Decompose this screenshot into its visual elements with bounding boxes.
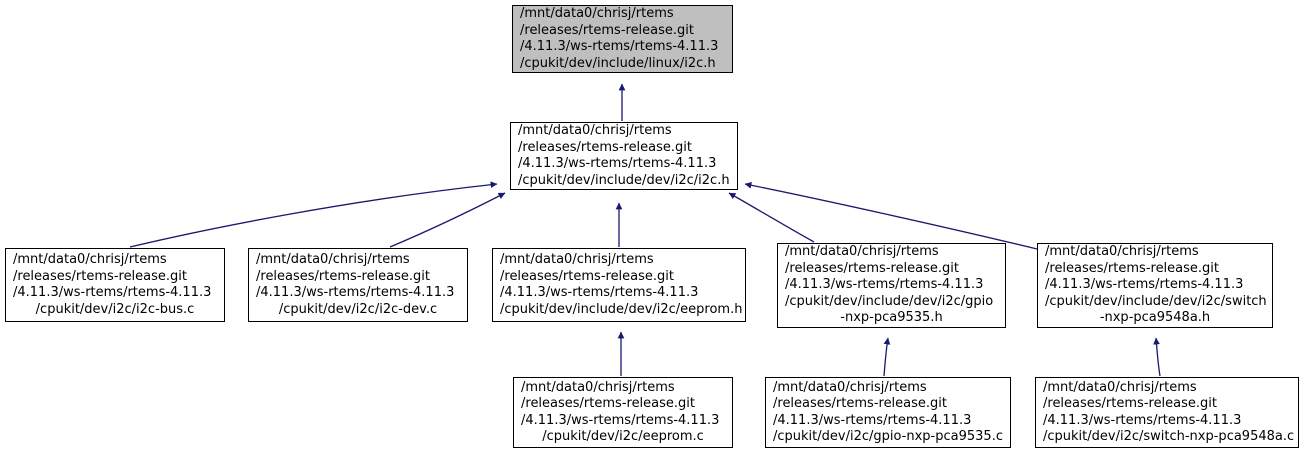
graph-node-label-line: /cpukit/dev/i2c/eeprom.c bbox=[542, 429, 704, 444]
graph-node-switch-nxp-pca9548a-c[interactable]: /mnt/data0/chrisj/rtems/releases/rtems-r… bbox=[1035, 377, 1299, 448]
graph-node-label-line: -nxp-pca9548a.h bbox=[1099, 310, 1211, 326]
graph-node-label-line: /cpukit/dev/i2c/i2c-dev.c bbox=[278, 301, 438, 317]
graph-edge-gpio-nxp-pca9535-c-to-gpio-nxp-pca9535-h bbox=[883, 337, 891, 377]
graph-node-label-line: /4.11.3/ws-rtems/rtems-4.11.3 bbox=[13, 285, 212, 300]
graph-node-label-line: /4.11.3/ws-rtems/rtems-4.11.3 bbox=[518, 156, 717, 171]
graph-node-label-line: /releases/rtems-release.git bbox=[13, 268, 188, 284]
graph-node-label-line: /releases/rtems-release.git bbox=[1043, 396, 1218, 411]
graph-node-label-line: /releases/rtems-release.git bbox=[518, 139, 693, 155]
graph-node-label-line: /cpukit/dev/i2c/i2c-bus.c bbox=[35, 301, 195, 317]
graph-node-label-line: /releases/rtems-release.git bbox=[500, 268, 675, 284]
graph-node-label-line: /mnt/data0/chrisj/rtems bbox=[521, 379, 675, 395]
graph-node-label-line: /4.11.3/ws-rtems/rtems-4.11.3 bbox=[773, 412, 972, 428]
graph-edge-switch-nxp-pca9548a-c-to-switch-nxp-pca9548a-h bbox=[1153, 337, 1161, 377]
graph-node-label-line: /mnt/data0/chrisj/rtems bbox=[13, 252, 167, 267]
graph-node-gpio-nxp-pca9535-c[interactable]: /mnt/data0/chrisj/rtems/releases/rtems-r… bbox=[765, 377, 1011, 448]
graph-node-i2c-dev-c[interactable]: /mnt/data0/chrisj/rtems/releases/rtems-r… bbox=[248, 248, 468, 322]
graph-node-gpio-nxp-pca9535-h[interactable]: /mnt/data0/chrisj/rtems/releases/rtems-r… bbox=[777, 243, 1006, 328]
graph-node-linux-i2c-h[interactable]: /mnt/data0/chrisj/rtems/releases/rtems-r… bbox=[512, 5, 733, 73]
graph-node-label-line: /4.11.3/ws-rtems/rtems-4.11.3 bbox=[1045, 277, 1244, 293]
graph-node-dev-i2c-i2c-h[interactable]: /mnt/data0/chrisj/rtems/releases/rtems-r… bbox=[510, 122, 738, 190]
graph-node-label-line: /releases/rtems-release.git bbox=[520, 22, 695, 38]
graph-node-label-line: /mnt/data0/chrisj/rtems bbox=[500, 252, 654, 267]
graph-node-label-line: /4.11.3/ws-rtems/rtems-4.11.3 bbox=[256, 285, 455, 300]
graph-node-label-line: /4.11.3/ws-rtems/rtems-4.11.3 bbox=[1043, 412, 1242, 428]
graph-edge-i2c-dev-c-to-dev-i2c-i2c-h bbox=[389, 192, 506, 248]
graph-edge-switch-nxp-pca9548a-h-to-dev-i2c-i2c-h bbox=[744, 181, 1038, 250]
graph-node-label-line: /mnt/data0/chrisj/rtems bbox=[518, 123, 672, 138]
graph-node-label-line: /releases/rtems-release.git bbox=[1045, 260, 1220, 276]
graph-edge-i2c-bus-c-to-dev-i2c-i2c-h bbox=[129, 181, 498, 248]
graph-node-label-line: /releases/rtems-release.git bbox=[785, 260, 960, 276]
graph-node-label-line: /cpukit/dev/include/dev/i2c/switch bbox=[1045, 293, 1267, 309]
graph-node-label-line: /cpukit/dev/i2c/gpio-nxp-pca9535.c bbox=[773, 429, 1003, 444]
graph-node-label-line: /mnt/data0/chrisj/rtems bbox=[256, 252, 410, 267]
graph-node-label-line: /mnt/data0/chrisj/rtems bbox=[520, 6, 674, 21]
graph-node-eeprom-c[interactable]: /mnt/data0/chrisj/rtems/releases/rtems-r… bbox=[513, 377, 733, 448]
graph-node-label-line: /cpukit/dev/i2c/switch-nxp-pca9548a.c bbox=[1043, 429, 1295, 444]
graph-node-label-line: /cpukit/dev/include/linux/i2c.h bbox=[520, 55, 716, 71]
graph-node-eeprom-h[interactable]: /mnt/data0/chrisj/rtems/releases/rtems-r… bbox=[492, 248, 746, 322]
graph-node-label-line: /releases/rtems-release.git bbox=[773, 396, 948, 411]
graph-node-label-line: /mnt/data0/chrisj/rtems bbox=[785, 244, 939, 260]
graph-node-switch-nxp-pca9548a-h[interactable]: /mnt/data0/chrisj/rtems/releases/rtems-r… bbox=[1037, 243, 1273, 328]
graph-node-label-line: /mnt/data0/chrisj/rtems bbox=[1045, 244, 1199, 260]
graph-node-label-line: /cpukit/dev/include/dev/i2c/i2c.h bbox=[518, 172, 730, 188]
graph-node-label-line: /releases/rtems-release.git bbox=[256, 268, 431, 284]
graph-node-label-line: /cpukit/dev/include/dev/i2c/eeprom.h bbox=[500, 301, 743, 317]
graph-node-label-line: /4.11.3/ws-rtems/rtems-4.11.3 bbox=[521, 412, 720, 428]
graph-edge-gpio-nxp-pca9535-h-to-dev-i2c-i2c-h bbox=[728, 192, 815, 243]
graph-node-label-line: -nxp-pca9535.h bbox=[840, 310, 943, 326]
graph-node-label-line: /4.11.3/ws-rtems/rtems-4.11.3 bbox=[785, 277, 984, 293]
graph-node-label-line: /4.11.3/ws-rtems/rtems-4.11.3 bbox=[500, 285, 699, 300]
graph-node-label-line: /mnt/data0/chrisj/rtems bbox=[1043, 379, 1197, 395]
graph-node-label-line: /releases/rtems-release.git bbox=[521, 396, 696, 411]
graph-node-label-line: /cpukit/dev/include/dev/i2c/gpio bbox=[785, 293, 994, 309]
graph-node-label-line: /mnt/data0/chrisj/rtems bbox=[773, 379, 927, 395]
graph-node-label-line: /4.11.3/ws-rtems/rtems-4.11.3 bbox=[520, 39, 719, 54]
graph-node-i2c-bus-c[interactable]: /mnt/data0/chrisj/rtems/releases/rtems-r… bbox=[5, 248, 225, 322]
